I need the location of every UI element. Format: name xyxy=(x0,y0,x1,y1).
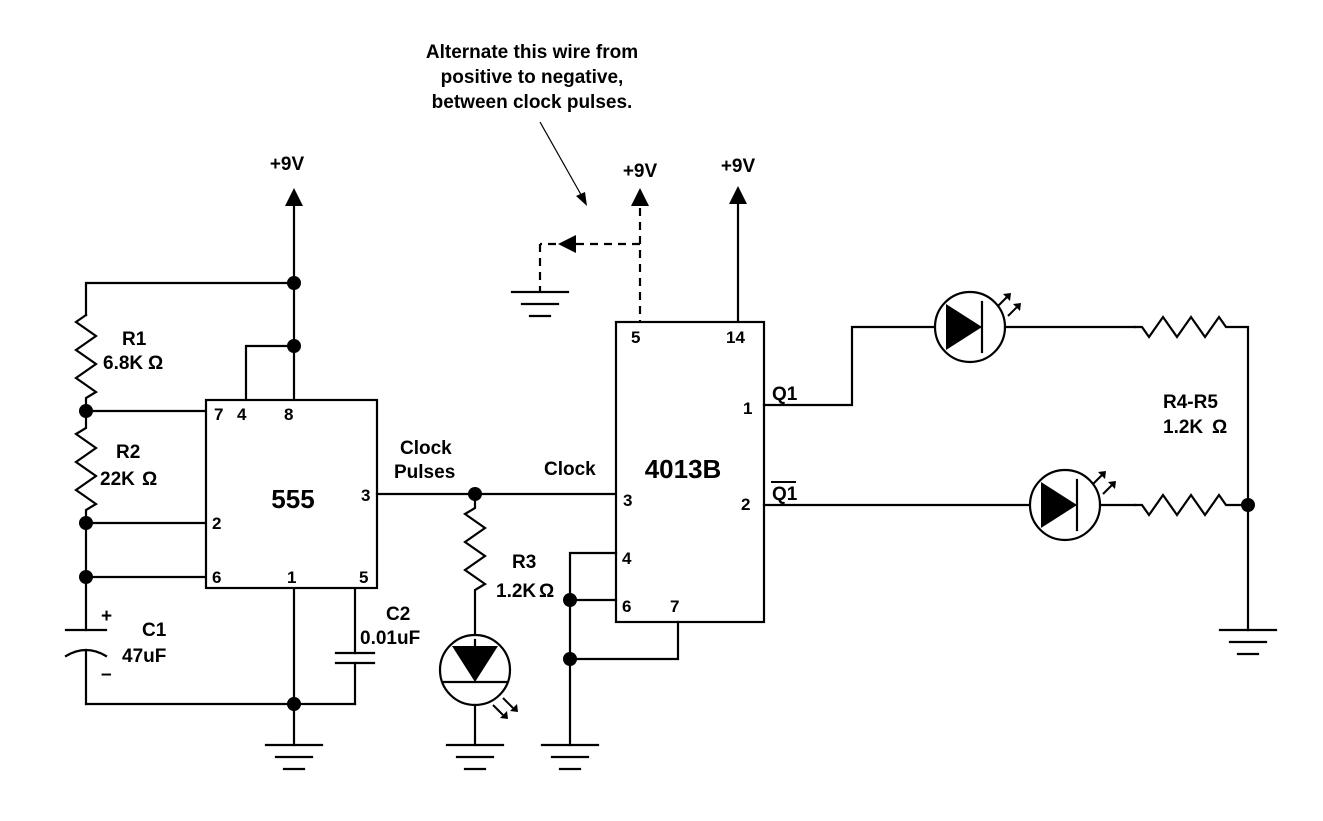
wire-pin4-ground xyxy=(568,551,618,747)
flipflop-pin-4: 4 xyxy=(622,549,632,568)
r1-resistor xyxy=(74,313,99,413)
flipflop-pin-5: 5 xyxy=(631,328,640,347)
flipflop-ground-symbol xyxy=(540,743,600,771)
flipflop-chip xyxy=(614,320,766,624)
wire-pin4 xyxy=(244,344,296,402)
timer-ground-symbol xyxy=(264,743,324,771)
annotation-line-1: Alternate this wire from xyxy=(426,42,638,63)
timer-pin-8: 8 xyxy=(284,405,293,424)
c2-name: C2 xyxy=(386,604,410,625)
timer-pin-7: 7 xyxy=(214,405,223,424)
c1-value: 47uF xyxy=(122,646,166,667)
r3-name: R3 xyxy=(512,552,536,573)
c1-plus: + xyxy=(101,606,112,627)
flipflop-section: +9V +9V 4013B 5 14 1 3 2 4 6 7 xyxy=(510,156,766,771)
timer-chip-label: 555 xyxy=(271,484,314,514)
timer-pin-6: 6 xyxy=(212,568,221,587)
c2-value: 0.01uF xyxy=(360,628,420,649)
clock-pulses-label-1: Clock xyxy=(400,438,452,459)
r45-value: 1.2K xyxy=(1163,417,1203,438)
clock-pulses-label-2: Pulses xyxy=(394,462,455,483)
flipflop-pin-2: 2 xyxy=(741,495,750,514)
annotation-pointer xyxy=(539,121,585,201)
r5-resistor xyxy=(1133,493,1250,517)
r1-name: R1 xyxy=(122,329,147,350)
flipflop-pin-1: 1 xyxy=(743,399,752,418)
flipflop-pin-3: 3 xyxy=(623,491,632,510)
annotation-note: Alternate this wire from positive to neg… xyxy=(426,42,638,206)
timer-pin-4: 4 xyxy=(237,405,247,424)
r3-value: 1.2K xyxy=(496,581,536,602)
timer-pin-1: 1 xyxy=(287,568,296,587)
timer-pin-3: 3 xyxy=(361,486,370,505)
flipflop-pin-14: 14 xyxy=(726,328,745,347)
output-section: Q1 Q1 xyxy=(762,290,1278,656)
r2-resistor xyxy=(73,409,99,525)
r45-unit: Ω xyxy=(1212,417,1227,438)
annotation-line-3: between clock pulses. xyxy=(432,92,633,113)
flipflop-supply-label: +9V xyxy=(721,156,756,177)
q1-led xyxy=(933,290,1021,364)
clock-ground-symbol xyxy=(445,743,505,771)
timer-supply-arrow xyxy=(285,188,303,206)
r2-value: 22K xyxy=(100,469,135,490)
clock-led xyxy=(438,633,518,719)
r2-name: R2 xyxy=(116,442,140,463)
junction-ground xyxy=(287,697,301,711)
r2-unit: Ω xyxy=(142,469,157,490)
flipflop-pin-7: 7 xyxy=(670,597,679,616)
q1-label: Q1 xyxy=(772,384,798,405)
timer-supply-label: +9V xyxy=(270,154,305,175)
output-ground-symbol xyxy=(1218,628,1278,656)
r3-resistor xyxy=(462,492,488,642)
flipflop-pin-6: 6 xyxy=(622,597,631,616)
wire-q1 xyxy=(762,325,937,407)
dashed-switch-arrow xyxy=(558,235,576,253)
c1-name: C1 xyxy=(142,620,167,641)
q1-bar-led xyxy=(1028,468,1116,542)
c1-minus: – xyxy=(101,664,112,685)
r1-unit: Ω xyxy=(148,353,163,374)
timer-pin-2: 2 xyxy=(212,514,221,533)
flipflop-supply-arrow xyxy=(729,186,747,204)
annotation-line-2: positive to negative, xyxy=(441,67,624,88)
timer-pin-5: 5 xyxy=(359,568,368,587)
flipflop-chip-label: 4013B xyxy=(645,454,722,484)
r4-resistor xyxy=(1133,315,1250,507)
q1-bar-label: Q1 xyxy=(772,484,798,505)
r3-unit: Ω xyxy=(539,581,554,602)
annotation-pointer-head xyxy=(576,192,587,206)
clock-input-label: Clock xyxy=(544,459,596,480)
data-supply-arrow xyxy=(631,188,649,206)
data-supply-label: +9V xyxy=(623,161,658,182)
r45-name: R4-R5 xyxy=(1163,392,1218,413)
clock-section: Clock Pulses Clock R3 1.2K Ω xyxy=(375,438,618,771)
timer-section: +9V R1 6.8K Ω R2 22K Ω + – C1 47uF xyxy=(64,154,420,771)
r1-value: 6.8K xyxy=(103,353,143,374)
data-ground-symbol xyxy=(510,290,570,318)
wire-pin7-ground xyxy=(568,620,680,661)
wire-r1-top xyxy=(84,281,296,317)
